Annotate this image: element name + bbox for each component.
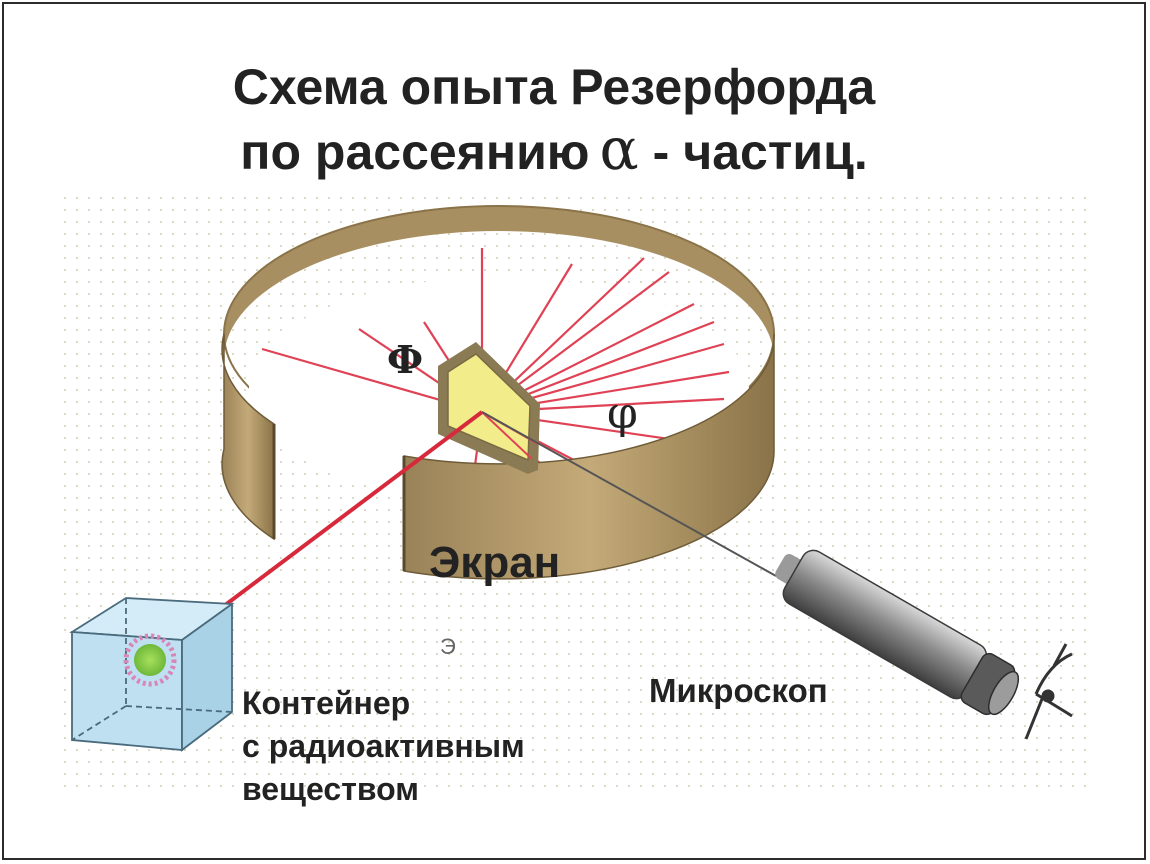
title-line-2-suffix: - частиц. — [652, 124, 868, 180]
microscope — [775, 549, 1020, 716]
rutherford-scene — [69, 205, 1073, 752]
title-line-2-prefix: по рассеянию — [240, 124, 590, 180]
gold-foil — [447, 353, 531, 462]
screen-small-label: Э — [440, 634, 456, 659]
microscope-label: Микроскоп — [649, 672, 828, 709]
ray — [481, 411, 533, 460]
container-label-line-3: веществом — [242, 771, 419, 807]
foil-label: Ф — [387, 337, 424, 382]
ring-front-right — [403, 333, 775, 580]
microscope-sight-line — [481, 411, 777, 577]
radioactive-container — [69, 597, 235, 752]
ring-back-wall — [224, 206, 774, 359]
container-label: Контейнер с радиоактивным веществом — [242, 682, 525, 811]
eye-icon — [1024, 643, 1073, 740]
container-label-line-2: с радиоактивным — [242, 728, 525, 764]
screen-label: Экран — [429, 538, 561, 587]
container-label-line-1: Контейнер — [242, 685, 411, 721]
container-side — [181, 602, 233, 752]
alpha-symbol: α — [599, 115, 639, 183]
source-glow — [123, 633, 177, 687]
radioactive-source — [134, 644, 166, 676]
angle-label: φ — [607, 388, 638, 439]
title-line-1: Схема опыта Резерфорда — [232, 59, 876, 115]
